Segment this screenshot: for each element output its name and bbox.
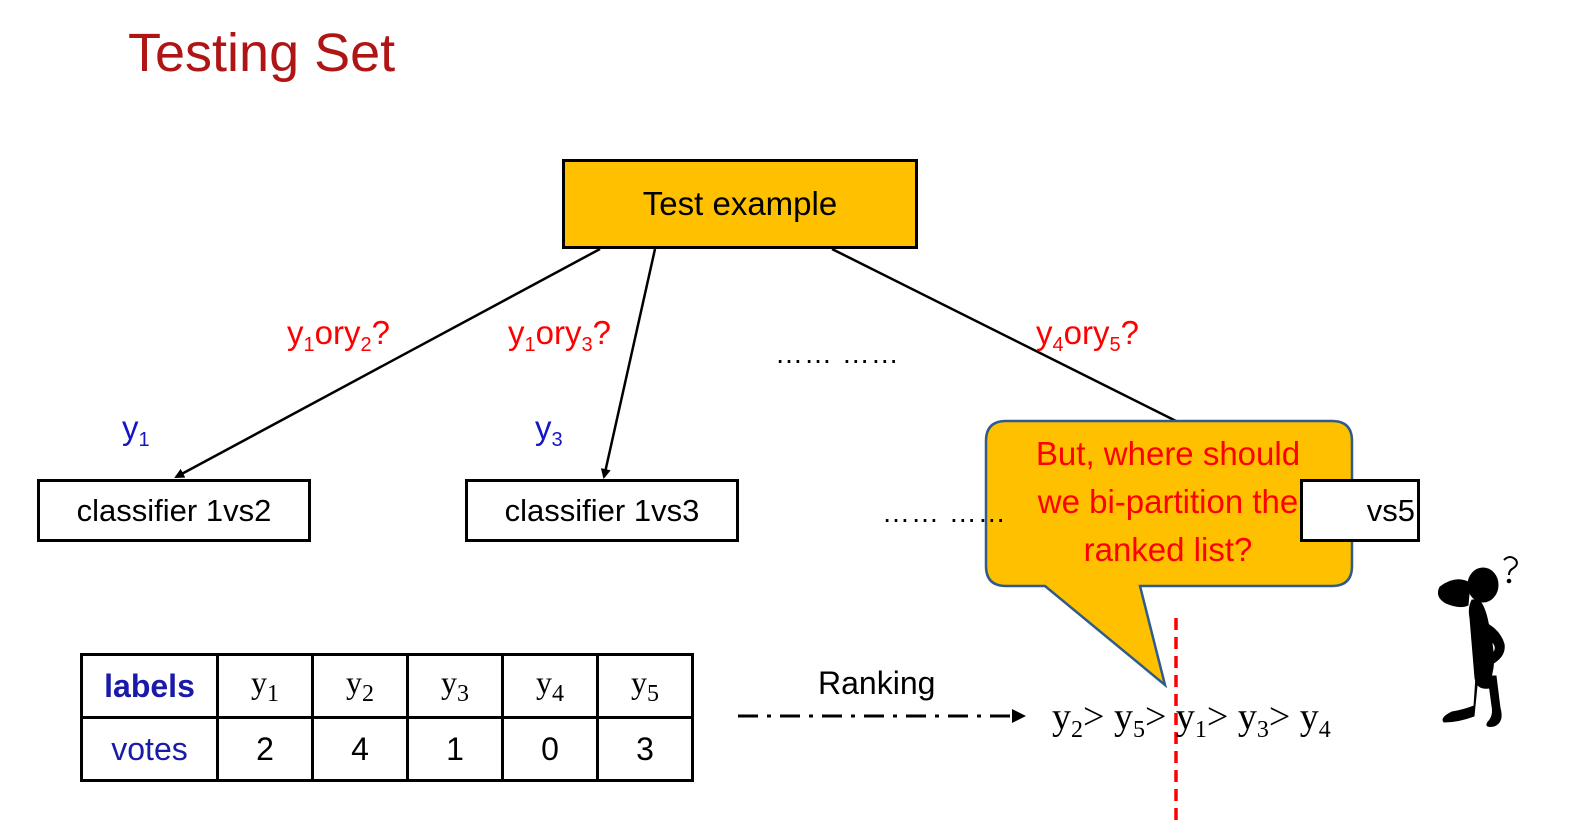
thinking-person-icon <box>1438 556 1518 727</box>
edge-1vs2 <box>174 247 601 479</box>
test-example-node: Test example <box>562 159 918 249</box>
vote-cell: 1 <box>406 716 504 782</box>
labels-header: labels <box>80 653 219 719</box>
label-cell: y1 <box>216 653 314 719</box>
question-label-4vs5: y4ory5? <box>1036 314 1139 356</box>
page-title: Testing Set <box>128 23 396 83</box>
test-example-label: Test example <box>642 185 838 222</box>
ranking-arrowhead <box>1012 709 1026 723</box>
labels-row: labels y1 y2 y3 y4 y5 <box>80 653 694 719</box>
rank-item: y4 <box>1299 696 1331 743</box>
label-cell: y3 <box>406 653 504 719</box>
votes-header: votes <box>80 716 219 782</box>
edge-result-y3: y3 <box>535 409 563 451</box>
classifier-4vs5-node: vs5 <box>1300 479 1420 542</box>
callout-text: But, where should we bi-partition the ra… <box>990 430 1346 574</box>
vote-cell: 4 <box>311 716 409 782</box>
callout-line-3: ranked list? <box>1083 531 1253 568</box>
ranked-list: y2> y5> y1> y3> y4 <box>1052 695 1331 744</box>
rank-item: y3> <box>1237 696 1291 743</box>
label-cell: y4 <box>501 653 599 719</box>
edge-4vs5 <box>831 247 1181 425</box>
votes-table: labels y1 y2 y3 y4 y5 votes 2 4 1 0 3 <box>80 653 694 782</box>
ranking-label: Ranking <box>818 665 936 701</box>
rank-item: y1> <box>1175 696 1229 743</box>
vote-cell: 2 <box>216 716 314 782</box>
votes-row: votes 2 4 1 0 3 <box>80 716 694 782</box>
callout-bubble <box>984 419 1354 689</box>
vote-cell: 3 <box>596 716 694 782</box>
callout-line-1: But, where should <box>1035 435 1301 472</box>
question-label-1vs2: y1ory2? <box>287 314 390 356</box>
vote-cell: 0 <box>501 716 599 782</box>
ellipsis-top: …… …… <box>775 338 900 369</box>
label-cell: y2 <box>311 653 409 719</box>
classifier-1vs3-node: classifier 1vs3 <box>465 479 739 542</box>
rank-item: y5> <box>1113 696 1167 743</box>
edge-1vs3 <box>600 248 657 479</box>
edge-result-y1: y1 <box>122 409 150 451</box>
ellipsis-bottom: …… …… <box>882 497 1007 528</box>
classifier-1vs2-node: classifier 1vs2 <box>37 479 311 542</box>
rank-item: y2> <box>1052 696 1105 743</box>
label-cell: y5 <box>596 653 694 719</box>
callout-line-2: we bi-partition the <box>1037 483 1299 520</box>
question-label-1vs3: y1ory3? <box>508 314 611 356</box>
